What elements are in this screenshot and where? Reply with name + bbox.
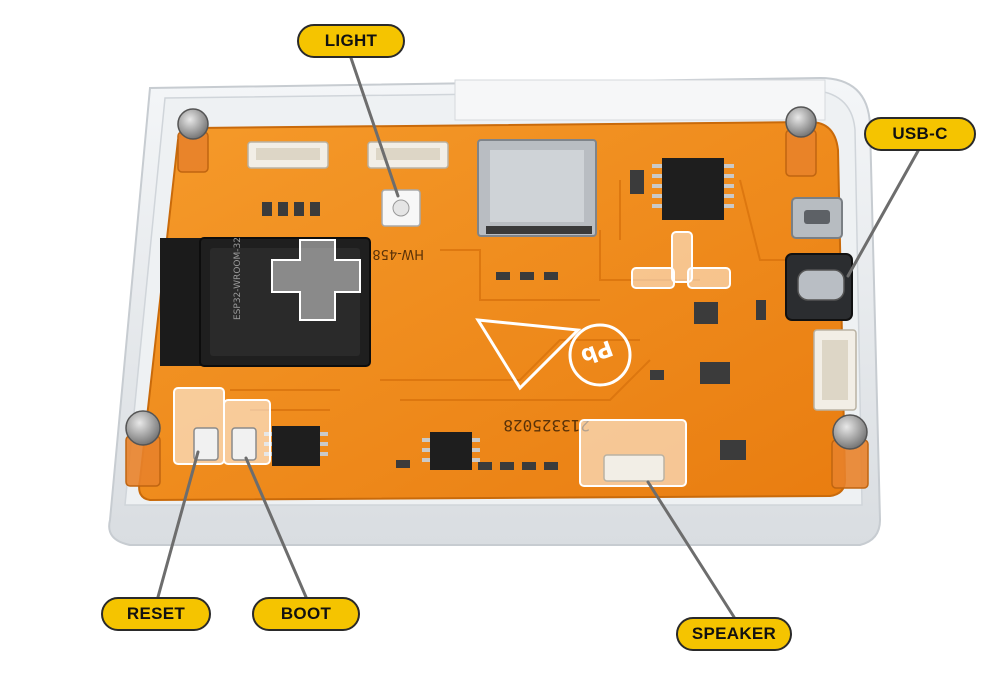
leader-reset [156,450,200,599]
usb-c-port [785,253,853,321]
smd-components [262,170,766,470]
acrylic-spacer-3 [671,231,693,283]
module-label: ESP32-WROOM-32 [233,237,243,320]
serial-connector [813,329,857,411]
boot-button [223,399,271,465]
standoff-top-left [177,108,209,173]
ic-chip-bottom [422,432,480,470]
standoff-bottom-left [125,410,161,487]
jst-connector-1 [247,141,329,169]
rgb-led [381,189,421,227]
leader-boot [244,456,308,599]
ic-chip-top [652,158,734,220]
callout-speaker: SPEAKER [676,617,792,651]
acrylic-cross [271,239,361,321]
callout-reset: RESET [101,597,211,631]
sd-card-slot [477,139,597,237]
silkscreen-logo: Pb [475,318,632,391]
standoff-bottom-right [831,414,869,489]
acrylic-spacer-1 [631,267,675,289]
callout-light: LIGHT [297,24,405,58]
leader-usb-c [846,149,920,278]
speaker-connector [579,419,687,487]
micro-usb-port [791,197,843,239]
serial-number: 213325028 [503,416,590,435]
standoff-top-right [785,106,817,177]
callout-boot: BOOT [252,597,360,631]
jst-connector-2 [367,141,449,169]
ic-chip-left [264,426,328,466]
callout-usb-c: USB-C [864,117,976,151]
esp32-module: ESP32-WROOM-32 [199,237,371,367]
leader-lines [156,56,920,619]
board-model-label: HW-458 [372,246,424,261]
leader-light [349,56,400,198]
acrylic-spacer-2 [687,267,731,289]
leader-speaker [646,480,736,619]
